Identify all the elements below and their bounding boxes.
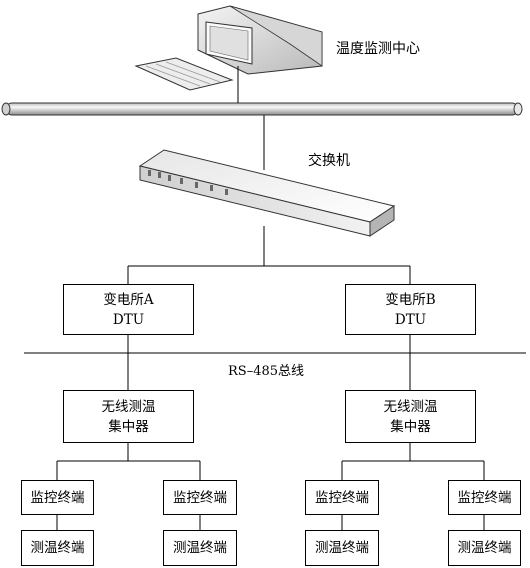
network-backbone-pipe — [1, 102, 523, 116]
measure-terminal-4: 测温终端 — [448, 530, 521, 566]
monitor-terminal-2: 监控终端 — [163, 480, 237, 515]
bus-label: RS–485总线 — [228, 364, 305, 379]
concentrator-a-line2: 集中器 — [108, 418, 149, 435]
switch-label: 交换机 — [308, 153, 350, 169]
center-label: 温度监测中心 — [336, 41, 420, 57]
substation-b-dtu: DTU — [394, 311, 427, 328]
monitor-terminal-4: 监控终端 — [448, 480, 521, 515]
monitor-terminal-1: 监控终端 — [21, 480, 94, 515]
concentrator-b-line2: 集中器 — [390, 418, 431, 435]
measure-terminal-3: 测温终端 — [305, 530, 379, 566]
substation-b-dtu-box: 变电所B DTU — [345, 284, 476, 335]
substation-a-dtu: DTU — [112, 311, 145, 328]
switch-icon — [138, 149, 396, 237]
measure-terminal-1: 测温终端 — [21, 530, 94, 566]
monitor-terminal-3: 监控终端 — [305, 480, 379, 515]
substation-b-name: 变电所B — [385, 291, 436, 308]
computer-icon — [134, 5, 323, 103]
concentrator-a-box: 无线测温 集中器 — [63, 390, 194, 443]
concentrator-b-box: 无线测温 集中器 — [345, 390, 476, 443]
concentrator-b-line1: 无线测温 — [383, 398, 438, 415]
concentrator-a-line1: 无线测温 — [101, 398, 156, 415]
substation-a-dtu-box: 变电所A DTU — [63, 284, 194, 335]
measure-terminal-2: 测温终端 — [163, 530, 237, 566]
substation-a-name: 变电所A — [103, 291, 154, 308]
